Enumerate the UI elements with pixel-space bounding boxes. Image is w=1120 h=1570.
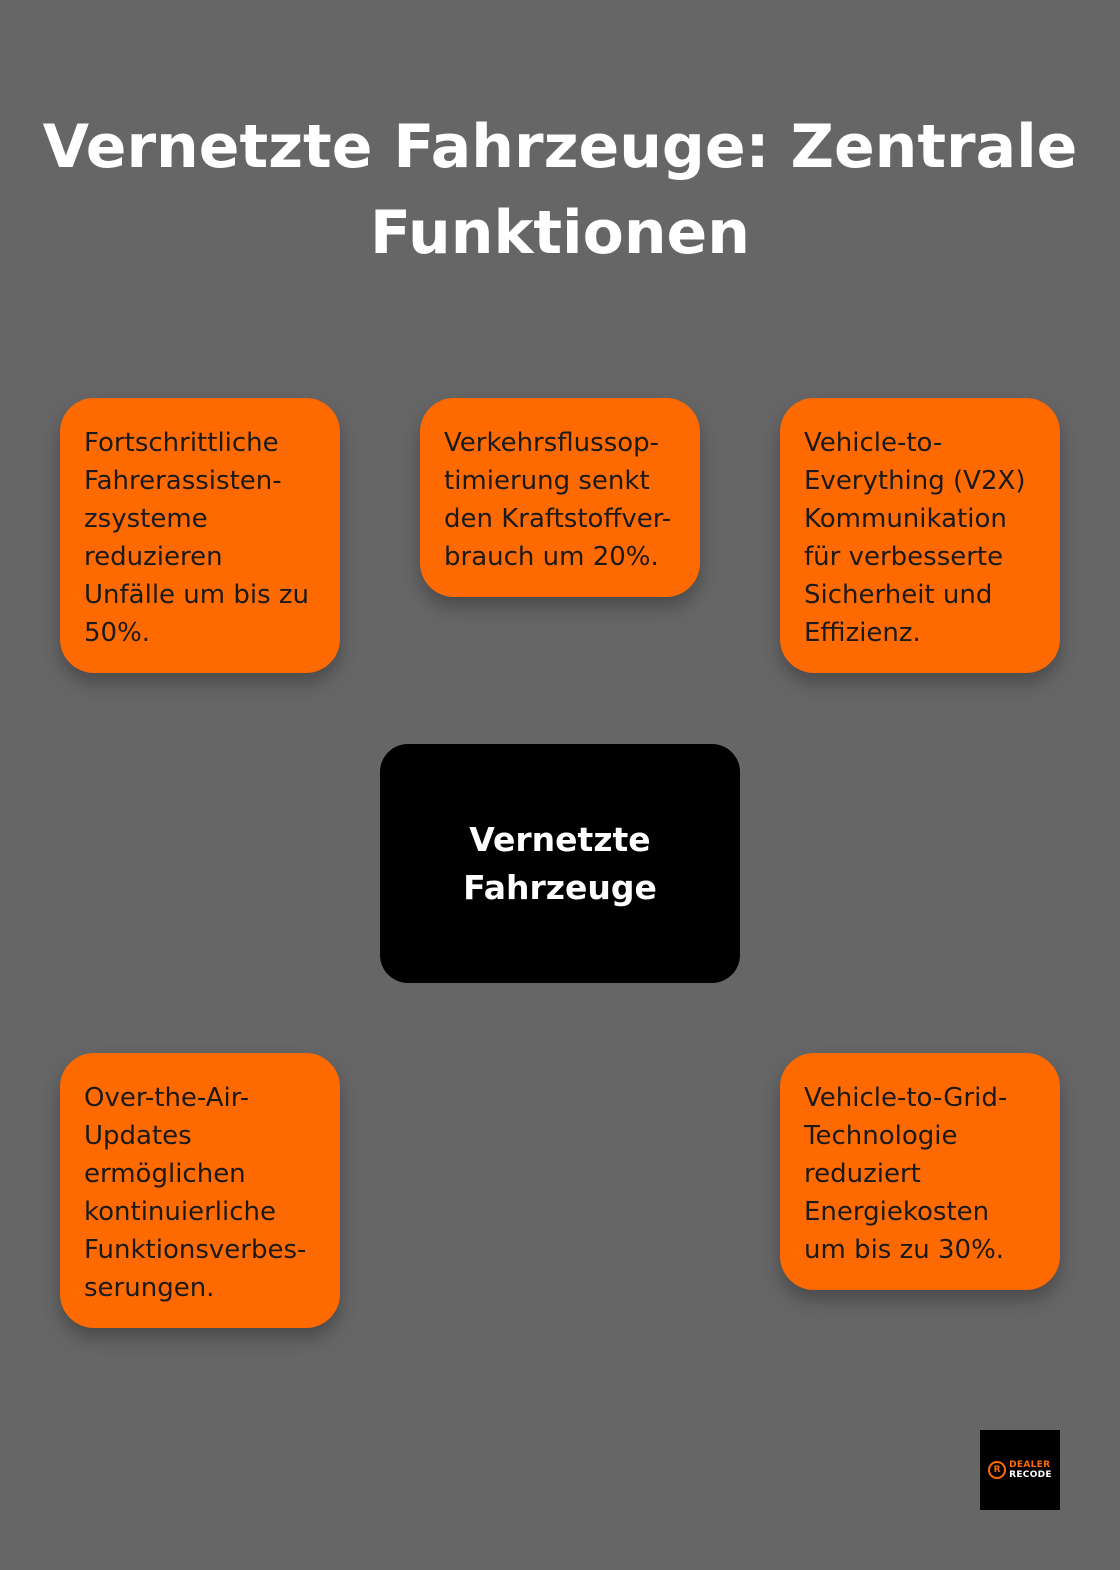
feature-text: Vehicle-to-Grid- Technologie reduziert E… — [804, 1083, 1008, 1265]
feature-text: Over-the-Air- Updates ermöglichen kontin… — [84, 1083, 307, 1303]
center-label: Vernetzte Fahrzeuge — [463, 819, 657, 907]
feature-card-driver-assistance: Fortschrittliche Fahrerassisten- zsystem… — [60, 398, 340, 673]
feature-card-ota-updates: Over-the-Air- Updates ermöglichen kontin… — [60, 1053, 340, 1328]
feature-card-v2x: Vehicle-to- Everything (V2X) Kommunikati… — [780, 398, 1060, 673]
logo-text: DEALER RECODE — [1009, 1460, 1052, 1480]
feature-card-traffic-flow: Verkehrsflussop- timierung senkt den Kra… — [420, 398, 700, 597]
logo-line-1: DEALER — [1009, 1460, 1051, 1470]
logo-r-icon: R — [988, 1461, 1007, 1479]
brand-logo: R DEALER RECODE — [980, 1430, 1060, 1510]
feature-text: Verkehrsflussop- timierung senkt den Kra… — [444, 428, 672, 572]
feature-card-v2g: Vehicle-to-Grid- Technologie reduziert E… — [780, 1053, 1060, 1290]
feature-text: Vehicle-to- Everything (V2X) Kommunikati… — [804, 428, 1026, 648]
center-node: Vernetzte Fahrzeuge — [380, 744, 740, 983]
logo-line-2: RECODE — [1009, 1470, 1052, 1480]
page-title: Vernetzte Fahrzeuge: Zentrale Funktionen — [42, 112, 1078, 268]
feature-text: Fortschrittliche Fahrerassisten- zsystem… — [84, 428, 310, 648]
